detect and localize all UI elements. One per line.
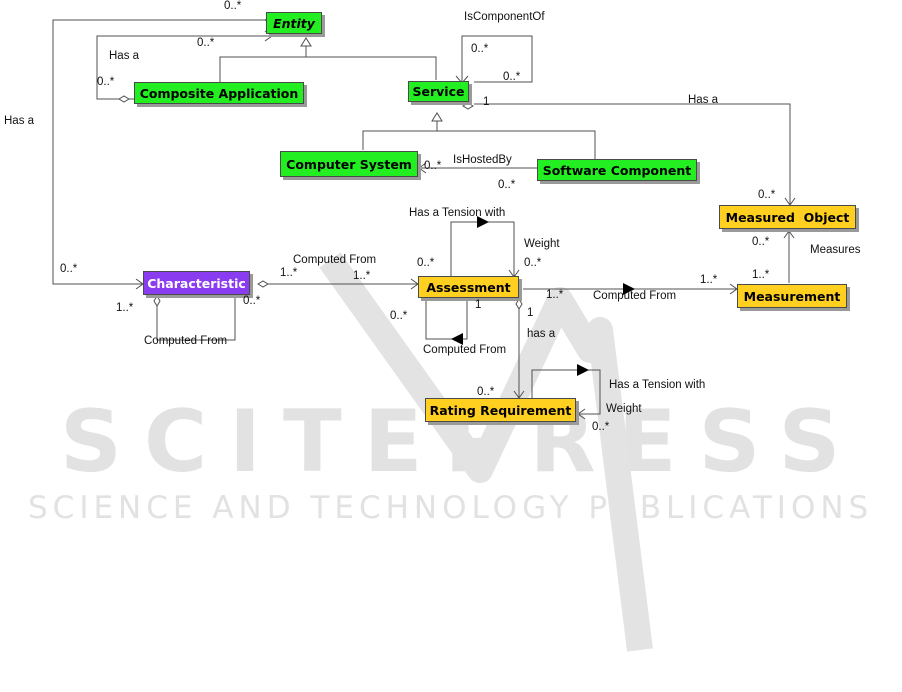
multiplicity-label: 0..* <box>524 257 542 269</box>
association-label: IsComponentOf <box>464 11 545 23</box>
association-label: Has a Tension with <box>409 207 506 219</box>
multiplicity-label: 0..* <box>752 236 770 248</box>
service-class-name: Service <box>412 84 465 99</box>
multiplicity-label: 1 <box>475 299 482 311</box>
characteristic-class[interactable]: Characteristic <box>143 271 250 295</box>
association-label: Weight <box>606 403 642 415</box>
association-label: Has a <box>109 50 140 62</box>
association-label: Weight <box>524 238 560 250</box>
computer-system-class[interactable]: Computer System <box>280 151 418 177</box>
association-label: Computed From <box>293 254 377 266</box>
multiplicity-label: 0..* <box>424 160 442 172</box>
multiplicity-label: 1 <box>483 96 490 108</box>
composite-application-class[interactable]: Composite Application <box>134 82 304 104</box>
multiplicity-label: 1..* <box>700 274 718 286</box>
watermark-secondary: SCIENCE AND TECHNOLOGY PUBLICATIONS <box>28 490 874 526</box>
multiplicity-label: 0..* <box>224 0 242 12</box>
service-class[interactable]: Service <box>408 81 469 102</box>
association-label: Measures <box>810 244 861 256</box>
software-component-class-name: Software Component <box>542 162 692 178</box>
multiplicity-label: 0..* <box>498 179 516 191</box>
association-label: has a <box>527 328 556 340</box>
multiplicity-label: 0..* <box>503 71 521 83</box>
computer-system-class-name: Computer System <box>286 156 412 172</box>
entity-class[interactable]: Entity <box>266 12 322 34</box>
measurement-class[interactable]: Measurement <box>737 284 847 308</box>
multiplicity-label: 1..* <box>353 270 371 282</box>
measured-object-class-name: Measured Object <box>725 209 850 225</box>
multiplicity-label: 0..* <box>197 37 215 49</box>
multiplicity-label: 0..* <box>592 421 610 433</box>
association-label: Has a Tension with <box>609 379 706 391</box>
watermark-swoosh <box>319 252 653 652</box>
multiplicity-label: 1..* <box>116 302 134 314</box>
association-label: Has a <box>688 94 719 106</box>
multiplicity-label: 1..* <box>752 269 770 281</box>
direction-triangles <box>451 216 635 376</box>
multiplicity-label: 0..* <box>390 310 408 322</box>
multiplicity-label: 1..* <box>546 289 564 301</box>
multiplicity-label: 0..* <box>97 76 115 88</box>
multiplicity-label: 0..* <box>60 263 78 275</box>
rating-requirement-class-name: Rating Requirement <box>429 402 572 418</box>
association-label: Computed From <box>593 290 677 302</box>
inheritance-triangles <box>300 37 443 122</box>
association-lines <box>52 19 791 415</box>
software-component-class[interactable]: Software Component <box>537 159 697 181</box>
multiplicity-label: 1 <box>527 307 534 319</box>
multiplicity-label: 0..* <box>758 189 776 201</box>
measured-object-class[interactable]: Measured Object <box>719 205 856 229</box>
association-label: Computed From <box>144 335 228 347</box>
multiplicity-label: 1..* <box>280 267 298 279</box>
association-label: IsHostedBy <box>453 154 512 166</box>
multiplicity-label: 0..* <box>471 43 489 55</box>
rating-requirement-class[interactable]: Rating Requirement <box>425 398 576 422</box>
assessment-class[interactable]: Assessment <box>418 276 519 298</box>
characteristic-class-name: Characteristic <box>147 275 246 291</box>
association-label: Computed From <box>423 344 507 356</box>
multiplicity-label: 0..* <box>417 257 435 269</box>
entity-class-name: Entity <box>273 15 315 31</box>
measurement-class-name: Measurement <box>743 288 841 304</box>
multiplicity-label: 0..* <box>243 295 261 307</box>
association-label: Has a <box>4 115 35 127</box>
assessment-class-name: Assessment <box>426 279 511 295</box>
composite-application-class-name: Composite Application <box>139 85 299 101</box>
multiplicity-label: 0..* <box>477 386 495 398</box>
